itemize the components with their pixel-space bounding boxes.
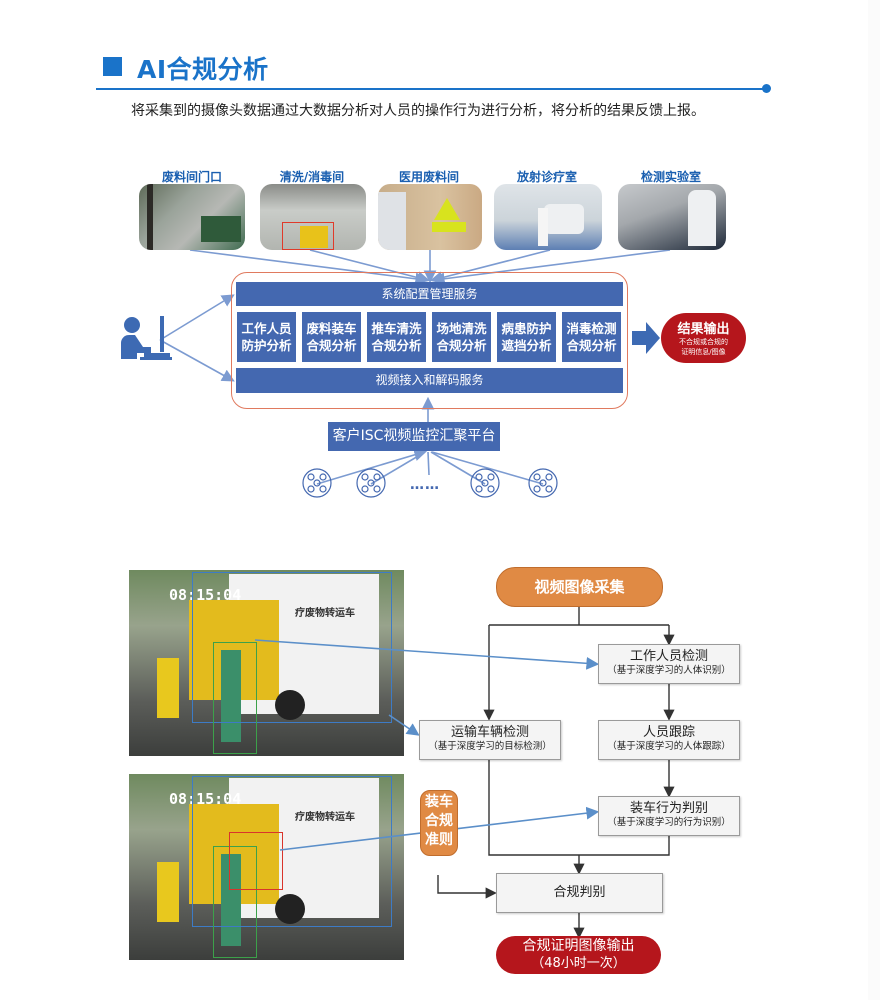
photo-testing-lab (618, 184, 726, 250)
module-label: 合规分析 (436, 338, 487, 353)
module-label: 废料装车 (306, 321, 357, 336)
flow-vehicle-detection: 运输车辆检测 （基于深度学习的目标检测） (419, 720, 561, 760)
result-desc-line1: 不合规或合规的 (679, 338, 728, 346)
result-desc-line2: 证明信息/图像 (681, 348, 726, 356)
camera-frame-behavior: 疗废物转运车 08:15:04 (129, 774, 404, 960)
architecture-connectors (159, 249, 671, 485)
rules-line: 合规 (425, 813, 453, 829)
flow-compliance-judgement: 合规判别 (496, 873, 663, 913)
module-label: 防护分析 (241, 338, 292, 353)
flow-box-subtitle: （基于深度学习的目标检测） (428, 741, 552, 752)
flow-loading-rules: 装车 合规 准则 (420, 790, 458, 856)
truck-label: 疗废物转运车 (295, 608, 355, 619)
flow-box-title: 运输车辆检测 (450, 725, 529, 740)
page-description: 将采集到的摄像头数据通过大数据分析对人员的操作行为进行分析，将分析的结果反馈上报… (131, 103, 705, 119)
camera-node-icon (470, 468, 500, 498)
analysis-platform-frame (231, 272, 628, 409)
flow-person-tracking: 人员跟踪 （基于深度学习的人体跟踪） (598, 720, 740, 760)
module-label: 遮挡分析 (501, 338, 552, 353)
module-label: 合规分析 (306, 338, 357, 353)
title-divider (96, 88, 766, 90)
camera-timestamp: 08:15:04 (169, 586, 242, 604)
isc-platform-box: 客户ISC视频监控汇聚平台 (328, 422, 500, 451)
module-label: 合规分析 (371, 338, 422, 353)
result-title: 结果输出 (677, 322, 730, 337)
location-label: 检测实验室 (640, 170, 701, 184)
location-label: 放射诊疗室 (516, 170, 577, 184)
flow-loading-behavior: 装车行为判别 （基于深度学习的行为识别） (598, 796, 740, 836)
flow-box-title: 装车行为判别 (629, 801, 708, 816)
title-divider-dot (762, 84, 771, 93)
flowchart-connectors (254, 605, 675, 939)
result-output-badge: 结果输出 不合规或合规的 证明信息/图像 (661, 313, 746, 363)
camera-node-icon (302, 468, 332, 498)
module-waste-loading: 废料装车合规分析 (302, 312, 361, 362)
flow-box-title: 人员跟踪 (642, 725, 695, 740)
truck-label: 疗废物转运车 (295, 812, 355, 823)
module-label: 工作人员 (241, 321, 292, 336)
flow-box-subtitle: （基于深度学习的行为识别） (607, 817, 731, 828)
camera-timestamp: 08:15:04 (169, 790, 242, 808)
more-cameras-ellipsis: …… (410, 477, 440, 493)
location-label: 医用废料间 (398, 170, 459, 184)
photo-cleaning-room (260, 184, 366, 250)
module-patient-protection: 病患防护遮挡分析 (497, 312, 556, 362)
module-label: 场地清洗 (436, 321, 487, 336)
flow-start-video-capture: 视频图像采集 (496, 567, 663, 607)
location-label: 废料间门口 (161, 170, 222, 184)
decorative-margin (868, 0, 880, 1000)
flow-box-title: 工作人员检测 (629, 649, 708, 664)
camera-node-icon (356, 468, 386, 498)
flow-worker-detection: 工作人员检测 （基于深度学习的人体识别） (598, 644, 740, 684)
module-label: 合规分析 (566, 338, 617, 353)
rules-line: 准则 (425, 832, 453, 848)
title-square-icon (103, 57, 122, 76)
module-disinfection-check: 消毒检测合规分析 (562, 312, 621, 362)
output-frequency: （48小时一次） (531, 956, 626, 971)
module-site-cleaning: 场地清洗合规分析 (432, 312, 491, 362)
photo-radiology-room (494, 184, 602, 250)
flow-output-proof-image: 合规证明图像输出 （48小时一次） (496, 936, 661, 974)
module-cart-cleaning: 推车清洗合规分析 (367, 312, 426, 362)
module-label: 推车清洗 (371, 321, 422, 336)
module-label: 病患防护 (501, 321, 552, 336)
flow-box-subtitle: （基于深度学习的人体识别） (607, 665, 731, 676)
camera-node-icon (528, 468, 558, 498)
location-label: 清洗/消毒间 (279, 170, 345, 184)
output-title: 合规证明图像输出 (522, 938, 635, 954)
module-worker-protection: 工作人员防护分析 (237, 312, 296, 362)
user-at-computer-icon (121, 316, 172, 360)
rules-line: 装车 (425, 794, 453, 810)
camera-network-icons (302, 468, 558, 498)
right-arrow-icon (632, 322, 660, 354)
page-title: AI合规分析 (137, 55, 269, 84)
video-decode-service: 视频接入和解码服务 (236, 368, 623, 393)
photo-medical-waste-room (378, 184, 482, 250)
photo-waste-room-entrance (139, 184, 245, 250)
flow-box-subtitle: （基于深度学习的人体跟踪） (607, 741, 731, 752)
module-label: 消毒检测 (566, 321, 617, 336)
system-config-service: 系统配置管理服务 (236, 282, 623, 306)
